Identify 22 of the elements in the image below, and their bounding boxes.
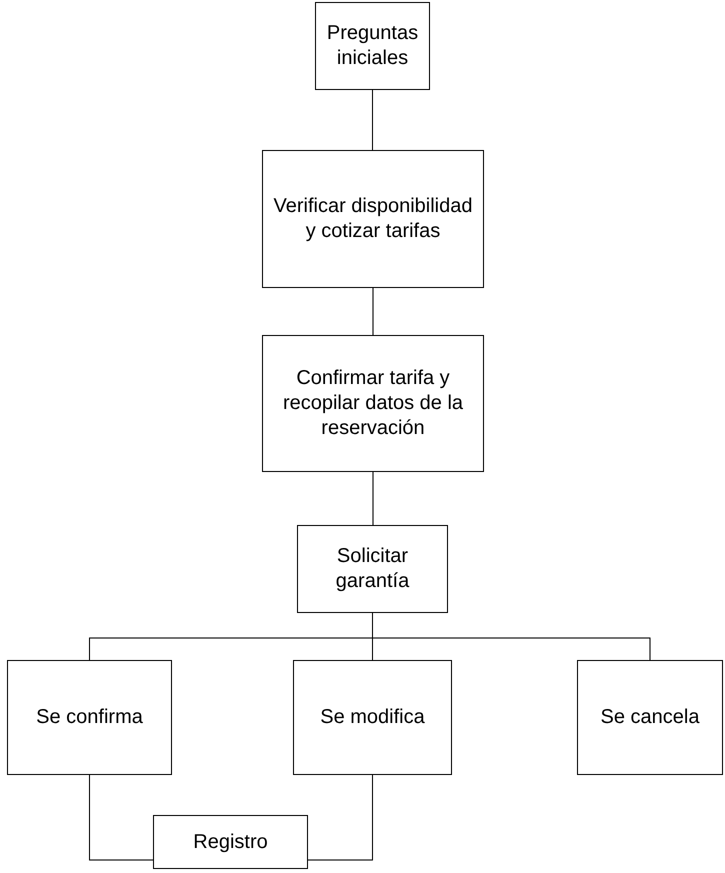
process-box [262,335,484,472]
box-label: Verificar disponibilidad y cotizar tarifas [272,194,474,244]
connector-line [372,90,373,150]
process-box [262,150,484,288]
box-label: Se cancela [600,705,700,730]
box-label: Preguntas iniciales [326,21,420,71]
box-label: Se confirma [36,705,143,730]
box-label: Registro [193,830,268,854]
process-box [315,2,430,90]
box-label: Se modifica [320,705,425,730]
connector-line [308,774,373,860]
process-box [293,660,452,775]
process-box [297,525,448,613]
process-box [577,660,723,775]
connector-line [89,774,154,860]
process-box [153,815,308,869]
box-label: Confirmar tarifa y recopilar datos de la reservación [282,366,464,441]
connector-line [372,472,374,526]
process-box [7,660,172,775]
box-label: Solicitar garantía [334,544,410,594]
connector-line [372,612,650,660]
connector-line [372,288,374,336]
